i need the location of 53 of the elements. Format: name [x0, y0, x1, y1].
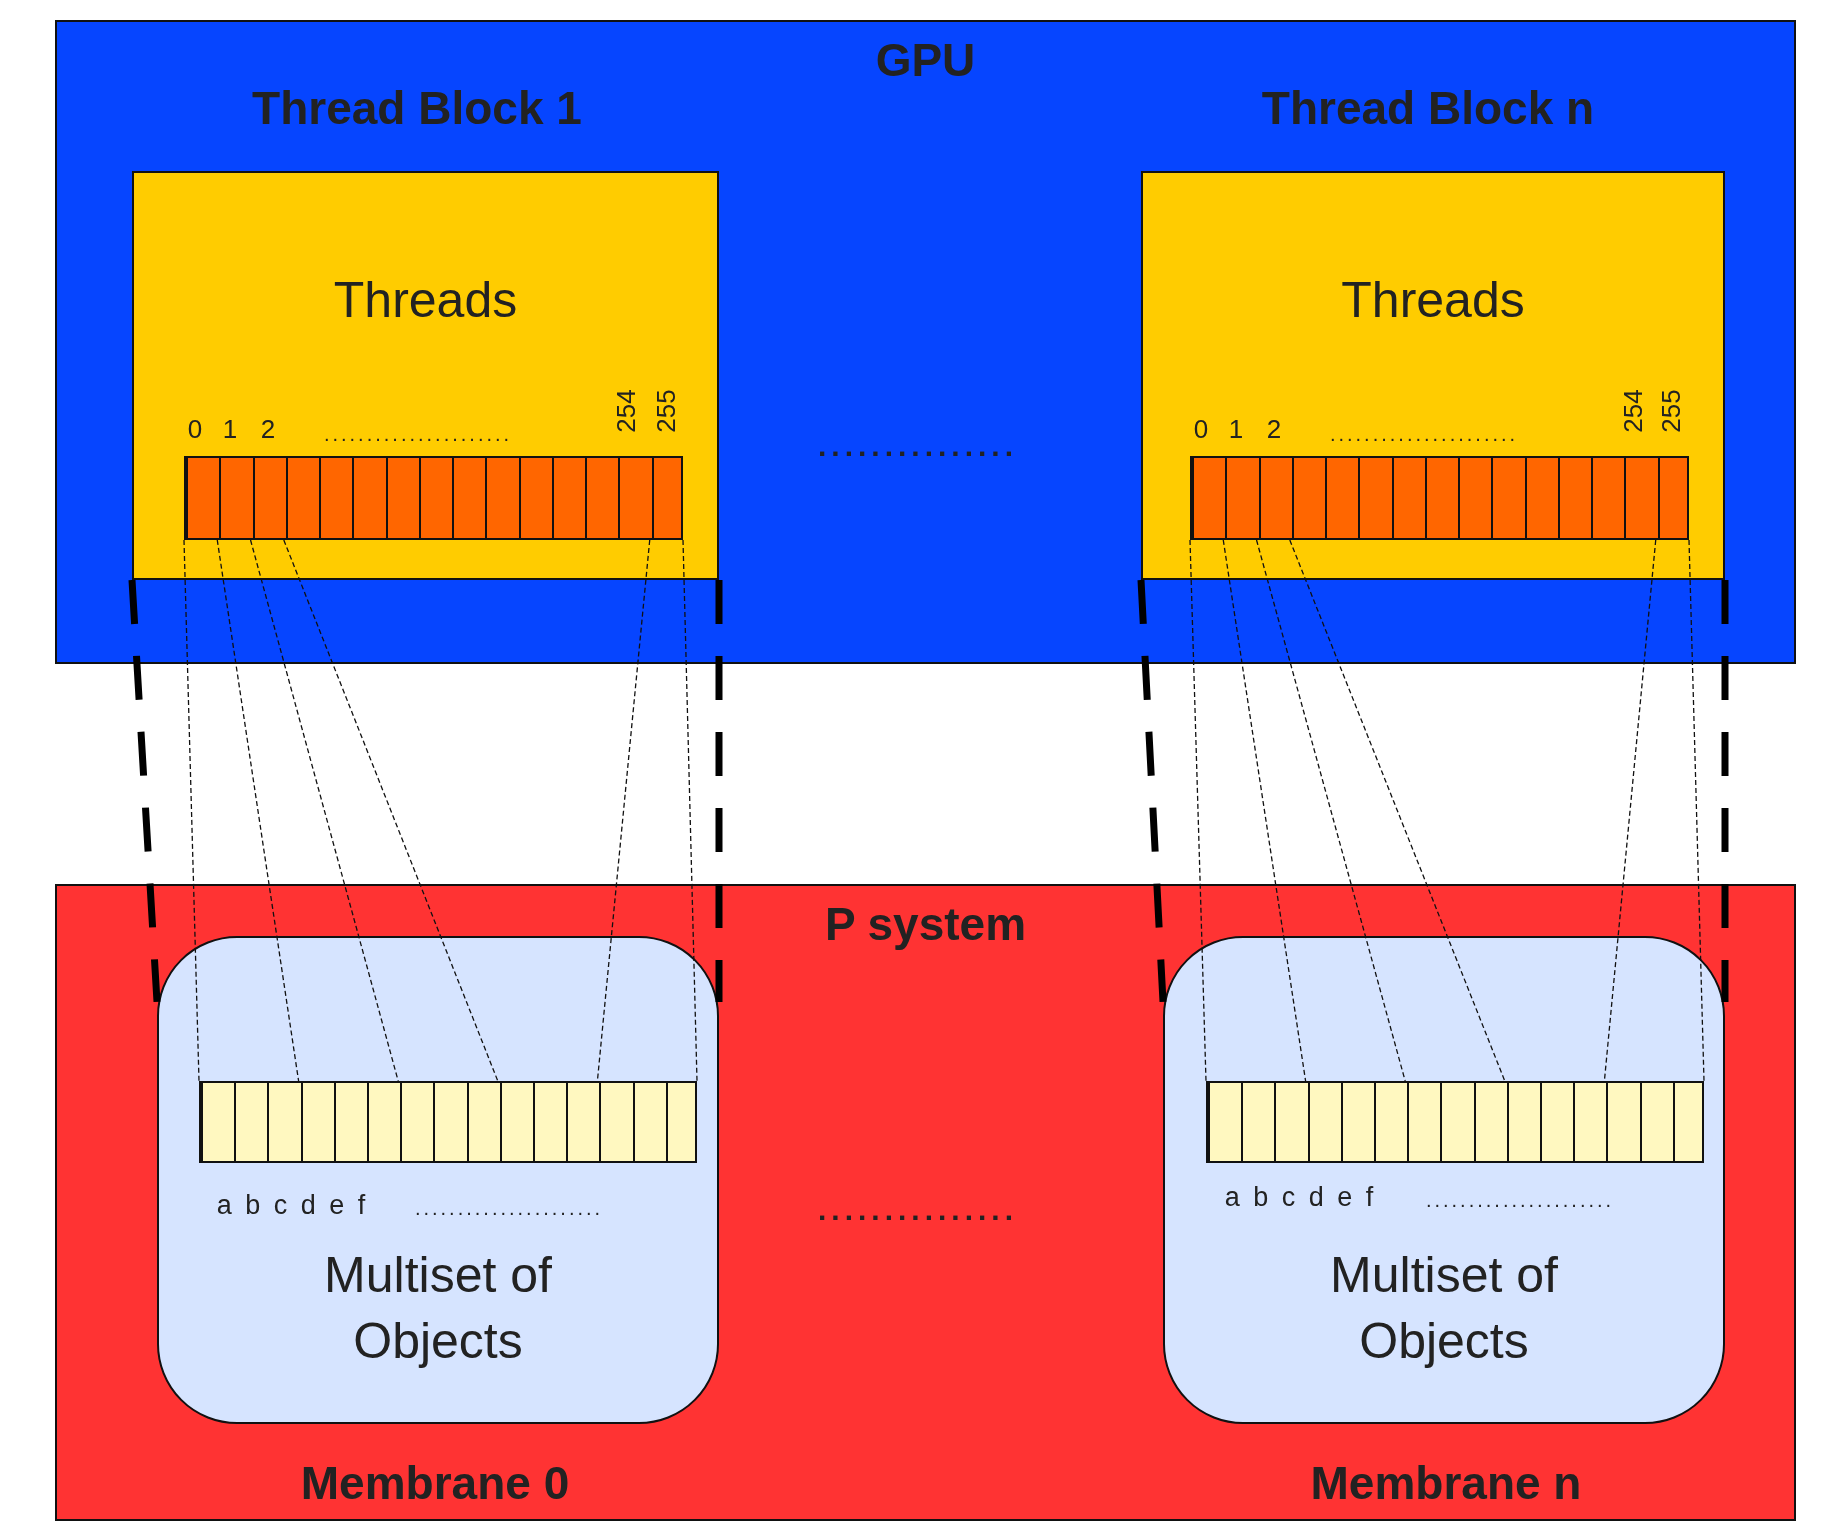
mapping-line [1289, 539, 1506, 1082]
index-label: 1 [1228, 416, 1244, 442]
ellipsis-dots: ...................... [1329, 424, 1519, 444]
object-array [1206, 1081, 1704, 1163]
box-title: Threads [332, 271, 519, 330]
ellipsis-dots: ...................... [414, 1198, 604, 1218]
mapping-line [216, 539, 300, 1082]
panel-title: GPU [874, 33, 977, 88]
index-label: 255 [653, 389, 679, 433]
object-names: a b c d e f [1224, 1183, 1374, 1211]
thread-array [184, 456, 683, 540]
panel-title: P system [823, 897, 1028, 952]
index-label: 0 [1193, 416, 1209, 442]
membrane-box [157, 936, 719, 1424]
ellipsis-dots: ............... [818, 431, 1018, 461]
mapping-line [1688, 539, 1705, 1082]
ellipsis-dots: ............... [818, 1195, 1018, 1225]
mapping-line [249, 539, 399, 1082]
index-label: 255 [1658, 389, 1684, 433]
membrane-box [1163, 936, 1725, 1424]
block-heading: Membrane 0 [300, 1460, 570, 1506]
index-label: 254 [1620, 389, 1646, 433]
box-text: Multiset of Objects [1329, 1246, 1559, 1371]
ellipsis-dots: ...................... [323, 424, 513, 444]
block-heading: Membrane n [1310, 1460, 1582, 1506]
box-title: Threads [1340, 271, 1526, 330]
mapping-line [1137, 579, 1167, 1003]
block-heading: Thread Block n [1261, 85, 1595, 131]
mapping-line [1721, 580, 1729, 1002]
index-label: 2 [260, 416, 276, 442]
p-system-panel [55, 884, 1796, 1521]
mapping-line [1222, 539, 1307, 1082]
mapping-line [1189, 539, 1207, 1082]
index-label: 2 [1266, 416, 1282, 442]
index-label: 254 [613, 389, 639, 433]
thread-block-box [132, 171, 719, 580]
object-names: a b c d e f [216, 1191, 366, 1219]
ellipsis-dots: ...................... [1425, 1190, 1615, 1210]
mapping-line [682, 539, 698, 1082]
mapping-line [1603, 539, 1657, 1082]
mapping-line [715, 580, 723, 1002]
index-label: 0 [187, 416, 203, 442]
block-heading: Thread Block 1 [252, 85, 582, 131]
mapping-line [183, 539, 200, 1082]
thread-array [1190, 456, 1689, 540]
box-text: Multiset of Objects [323, 1246, 553, 1371]
thread-block-box [1141, 171, 1725, 580]
object-array [199, 1081, 697, 1163]
index-label: 1 [222, 416, 238, 442]
mapping-line [283, 539, 499, 1082]
mapping-line [128, 579, 161, 1003]
gpu-panel [55, 20, 1796, 664]
mapping-line [1255, 539, 1406, 1082]
